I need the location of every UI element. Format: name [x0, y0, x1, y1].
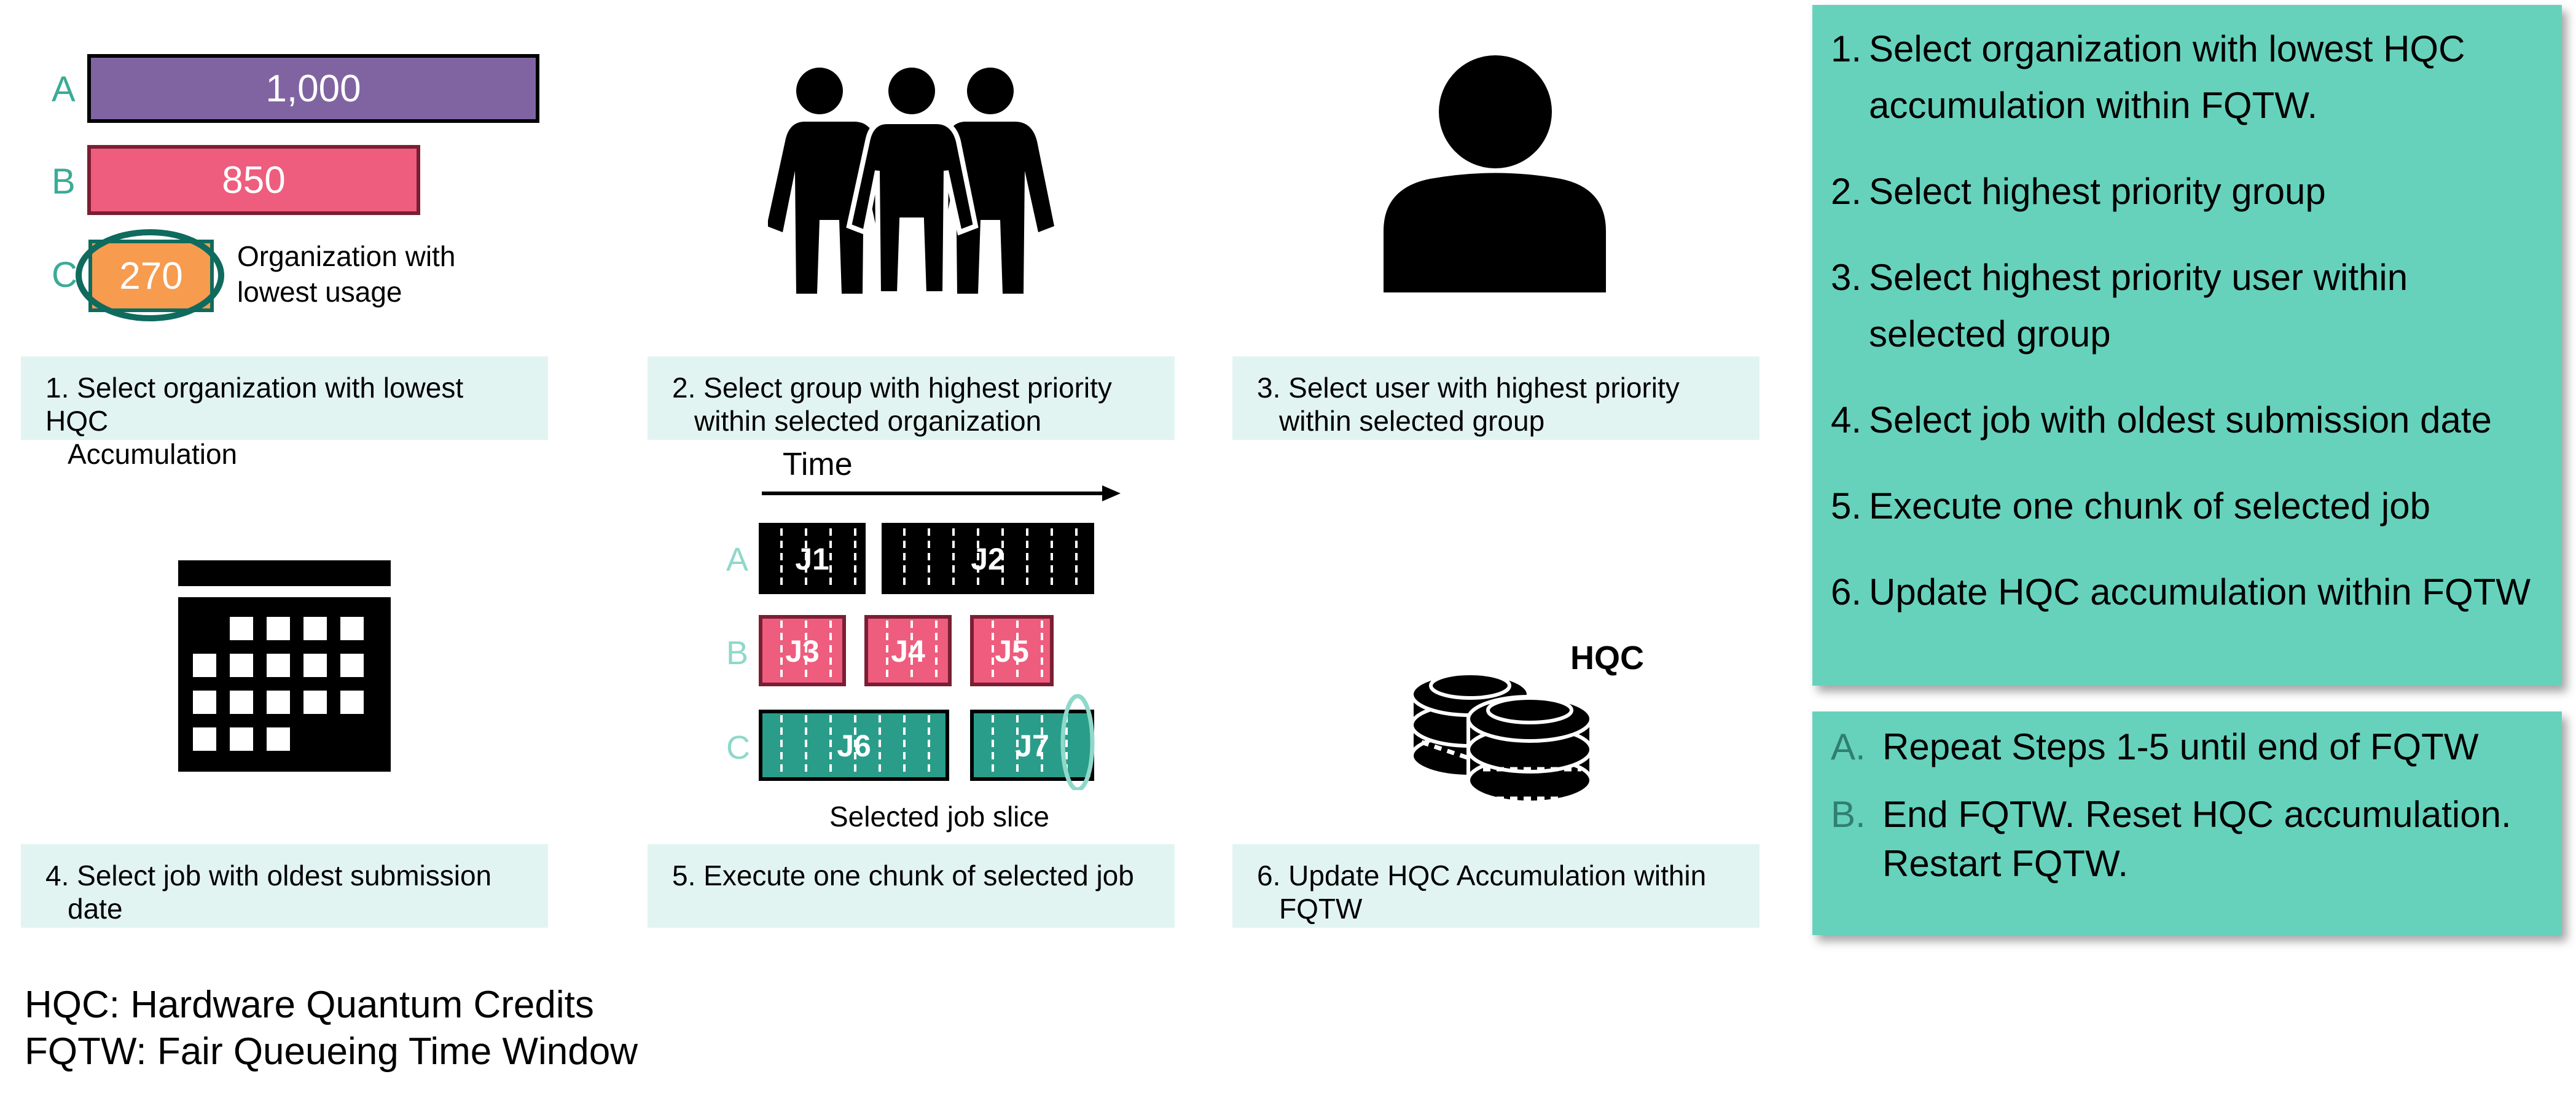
- calendar-day-cell: [267, 727, 290, 751]
- calendar-day-cell: [230, 617, 253, 640]
- row-label-b: B: [726, 635, 749, 672]
- bar-label-c: C: [52, 255, 77, 295]
- caption-2-line2: within selected organization: [694, 405, 1042, 437]
- calendar-day-cell: [340, 654, 364, 677]
- step-6-text: Update HQC accumulation within FQTW: [1869, 571, 2531, 613]
- calendar-day-cell: [303, 691, 327, 714]
- caption-step-3: 3. Select user with highest priority wit…: [1232, 356, 1760, 440]
- calendar-day-cell: [303, 617, 327, 640]
- time-axis-label: Time: [783, 447, 853, 482]
- step-5: 5. Execute one chunk of selected job: [1831, 478, 2550, 535]
- bar-b: 850: [87, 145, 420, 215]
- bar-c: 270: [88, 240, 214, 312]
- step-6-number: 6.: [1831, 571, 1862, 613]
- step-2-text: Select highest priority group: [1869, 171, 2326, 212]
- extra-step-a-text: Repeat Steps 1-5 until end of FQTW: [1882, 726, 2479, 767]
- calendar-day-cell: [340, 691, 364, 714]
- repeat-steps-panel: A. Repeat Steps 1-5 until end of FQTW B.…: [1812, 711, 2562, 935]
- caption-1-line2: Accumulation: [68, 438, 238, 470]
- step-4: 4. Select job with oldest submission dat…: [1831, 392, 2550, 449]
- caption-1-line1: 1. Select organization with lowest HQC: [45, 372, 464, 437]
- step-2: 2. Select highest priority group: [1831, 163, 2550, 220]
- caption-step-4: 4. Select job with oldest submission dat…: [21, 844, 548, 928]
- job-block-j1: [759, 523, 866, 594]
- step-4-text: Select job with oldest submission date: [1869, 399, 2492, 441]
- extra-step-b-text: End FQTW. Reset HQC accumulation. Restar…: [1882, 794, 2511, 884]
- step-1: 1. Select organization with lowest HQC a…: [1831, 21, 2550, 134]
- extra-step-a-letter: A.: [1831, 726, 1866, 767]
- coin-label: HQC: [1570, 640, 1644, 676]
- job-label-j1: J1: [795, 542, 829, 576]
- calendar-day-cell: [267, 691, 290, 714]
- coins-icon: [1410, 672, 1593, 804]
- extra-step-b-letter: B.: [1831, 794, 1866, 835]
- calendar-day-cell: [303, 654, 327, 677]
- row-label-a: A: [726, 541, 749, 578]
- row-label-c: C: [726, 729, 750, 766]
- annotation-line1: Organization with: [237, 240, 456, 272]
- annotation-line2: lowest usage: [237, 276, 402, 308]
- steps-panel: 1. Select organization with lowest HQC a…: [1812, 5, 2562, 686]
- group-icon: [768, 65, 1054, 296]
- job-block-j5: [970, 615, 1054, 686]
- job-label-j2: J2: [971, 542, 1005, 576]
- lowest-usage-annotation: Organization with lowest usage: [237, 238, 455, 310]
- job-label-j4: J4: [891, 634, 925, 668]
- caption-4-line1: 4. Select job with oldest submission: [45, 860, 492, 891]
- bar-a: 1,000: [87, 54, 539, 123]
- job-slice-highlight: [1060, 694, 1095, 790]
- calendar-day-cell: [267, 617, 290, 640]
- calendar-day-cell: [230, 691, 253, 714]
- calendar-day-cell: [193, 727, 216, 751]
- caption-3-line1: 3. Select user with highest priority: [1257, 372, 1680, 404]
- caption-6-line1: 6. Update HQC Accumulation within: [1257, 860, 1707, 891]
- step-5-text: Execute one chunk of selected job: [1869, 485, 2430, 527]
- job-label-j5: J5: [995, 634, 1029, 668]
- step-3: 3. Select highest priority user within s…: [1831, 249, 2550, 362]
- caption-step-6: 6. Update HQC Accumulation within FQTW: [1232, 844, 1760, 928]
- step-1-number: 1.: [1831, 28, 1862, 69]
- calendar-icon: [178, 560, 391, 772]
- bar-label-b: B: [52, 162, 76, 202]
- job-label-j3: J3: [785, 634, 820, 668]
- step-3-text: Select highest priority user within sele…: [1869, 257, 2408, 355]
- job-label-j7: J7: [1015, 729, 1049, 763]
- bar-a-value: 1,000: [265, 67, 361, 110]
- legend-hqc: HQC: Hardware Quantum Credits: [25, 984, 594, 1026]
- bar-label-a: A: [52, 69, 76, 109]
- user-icon: [1384, 55, 1606, 292]
- step-3-number: 3.: [1831, 257, 1862, 298]
- bar-b-value: 850: [222, 159, 286, 202]
- calendar-day-cell: [267, 654, 290, 677]
- job-block-j2: [882, 523, 1094, 594]
- extra-step-a: A. Repeat Steps 1-5 until end of FQTW: [1831, 723, 2550, 772]
- caption-step-1: 1. Select organization with lowest HQC A…: [21, 356, 548, 470]
- calendar-day-cell: [340, 617, 364, 640]
- selected-job-slice-label: Selected job slice: [829, 801, 1049, 833]
- step-4-number: 4.: [1831, 399, 1862, 441]
- extra-step-b: B. End FQTW. Reset HQC accumulation. Res…: [1831, 790, 2550, 888]
- step-1-text: Select organization with lowest HQC accu…: [1869, 28, 2465, 126]
- legend-fqtw: FQTW: Fair Queueing Time Window: [25, 1030, 638, 1073]
- calendar-day-cell: [230, 654, 253, 677]
- job-label-j6: J6: [837, 729, 871, 763]
- bar-c-value: 270: [119, 254, 183, 297]
- step-5-number: 5.: [1831, 485, 1862, 527]
- step-6: 6. Update HQC accumulation within FQTW: [1831, 564, 2550, 621]
- calendar-day-cell: [230, 727, 253, 751]
- calendar-day-cell: [193, 691, 216, 714]
- caption-6-line2: FQTW: [1279, 893, 1363, 925]
- caption-3-line2: within selected group: [1279, 405, 1545, 437]
- calendar-day-cell: [193, 654, 216, 677]
- step-2-number: 2.: [1831, 171, 1862, 212]
- caption-step-2: 2. Select group with highest priority wi…: [648, 356, 1175, 440]
- caption-5-line1: 5. Execute one chunk of selected job: [672, 860, 1134, 891]
- highlight-ellipse: [76, 229, 224, 321]
- time-arrow: [762, 485, 1121, 501]
- caption-4-line2: date: [68, 893, 123, 925]
- caption-step-5: 5. Execute one chunk of selected job: [648, 844, 1175, 928]
- caption-2-line1: 2. Select group with highest priority: [672, 372, 1112, 404]
